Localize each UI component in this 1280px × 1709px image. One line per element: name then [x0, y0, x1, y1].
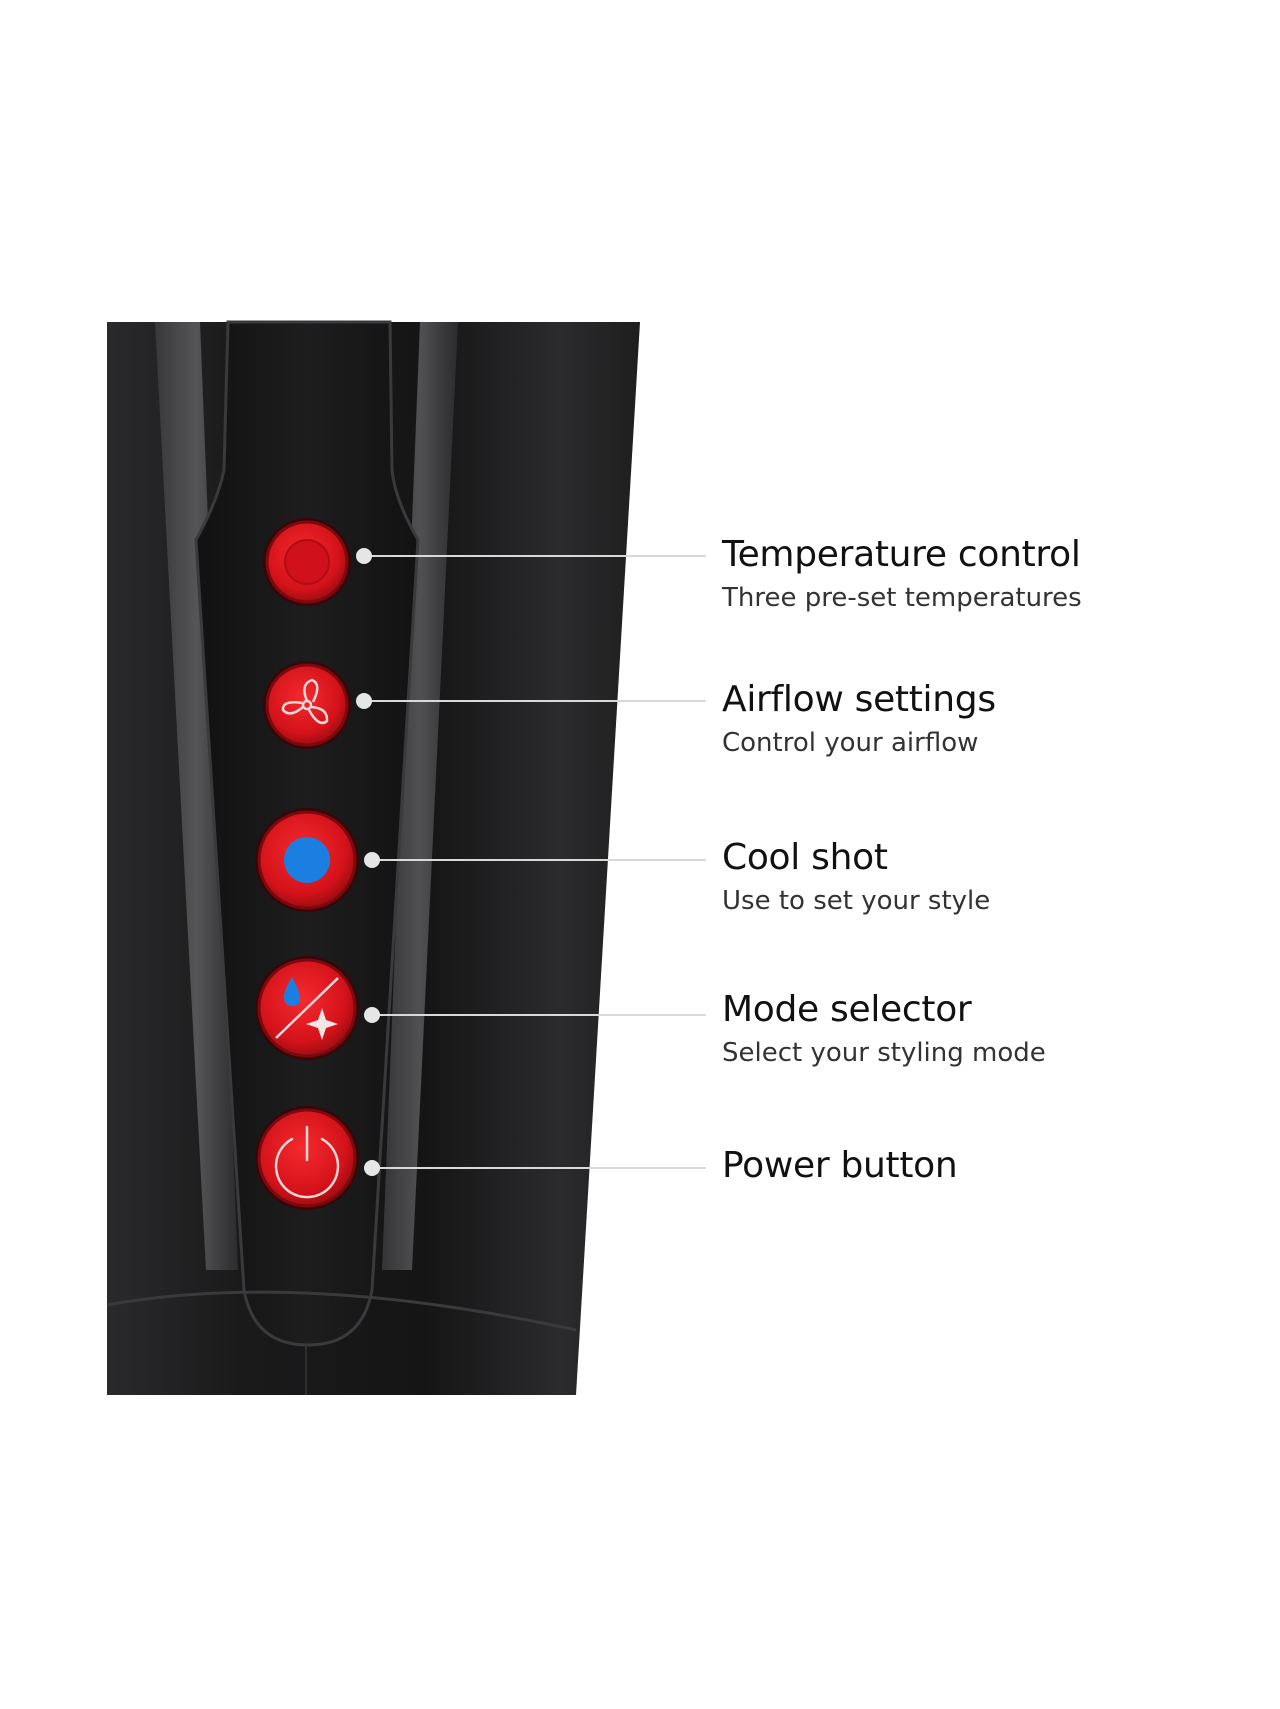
right-stripe	[382, 322, 458, 1270]
temperature-button[interactable]	[263, 518, 351, 606]
cool-shot-button[interactable]	[255, 808, 359, 912]
callout-mode-selector: Mode selector Select your styling mode	[722, 988, 1242, 1070]
callout-description: Select your styling mode	[722, 1038, 1046, 1068]
callout-title: Mode selector	[722, 989, 972, 1030]
callout-title: Airflow settings	[722, 679, 996, 720]
airflow-leader-dot	[356, 693, 372, 709]
callout-airflow-settings: Airflow settings Control your airflow	[722, 678, 1242, 760]
callout-title: Temperature control	[722, 534, 1081, 575]
callout-description: Control your airflow	[722, 728, 979, 758]
power-button[interactable]	[255, 1106, 359, 1210]
leader-lines	[364, 555, 706, 1169]
callout-title: Cool shot	[722, 837, 888, 878]
drop-sparkle-icon	[275, 977, 339, 1040]
callout-temperature-control: Temperature control Three pre-set temper…	[722, 533, 1242, 615]
left-stripe	[155, 322, 238, 1270]
callout-power-button: Power button	[722, 1144, 1242, 1188]
callout-description: Three pre-set temperatures	[722, 583, 1082, 613]
temperature-leader-dot	[356, 548, 372, 564]
red-dot-icon	[284, 539, 330, 585]
callout-cool-shot: Cool shot Use to set your style	[722, 836, 1242, 918]
power-icon	[274, 1125, 340, 1199]
cool-shot-leader-dot	[364, 852, 380, 868]
mode-selector-leader-dot	[364, 1007, 380, 1023]
callout-title: Power button	[722, 1145, 958, 1186]
lower-seam	[106, 1290, 577, 1332]
power-leader-dot	[364, 1160, 380, 1176]
callout-description: Use to set your style	[722, 886, 991, 916]
blue-dot-icon	[284, 837, 330, 883]
mode-selector-button[interactable]	[255, 956, 359, 1060]
fan-icon	[281, 678, 329, 725]
airflow-button[interactable]	[263, 661, 351, 749]
